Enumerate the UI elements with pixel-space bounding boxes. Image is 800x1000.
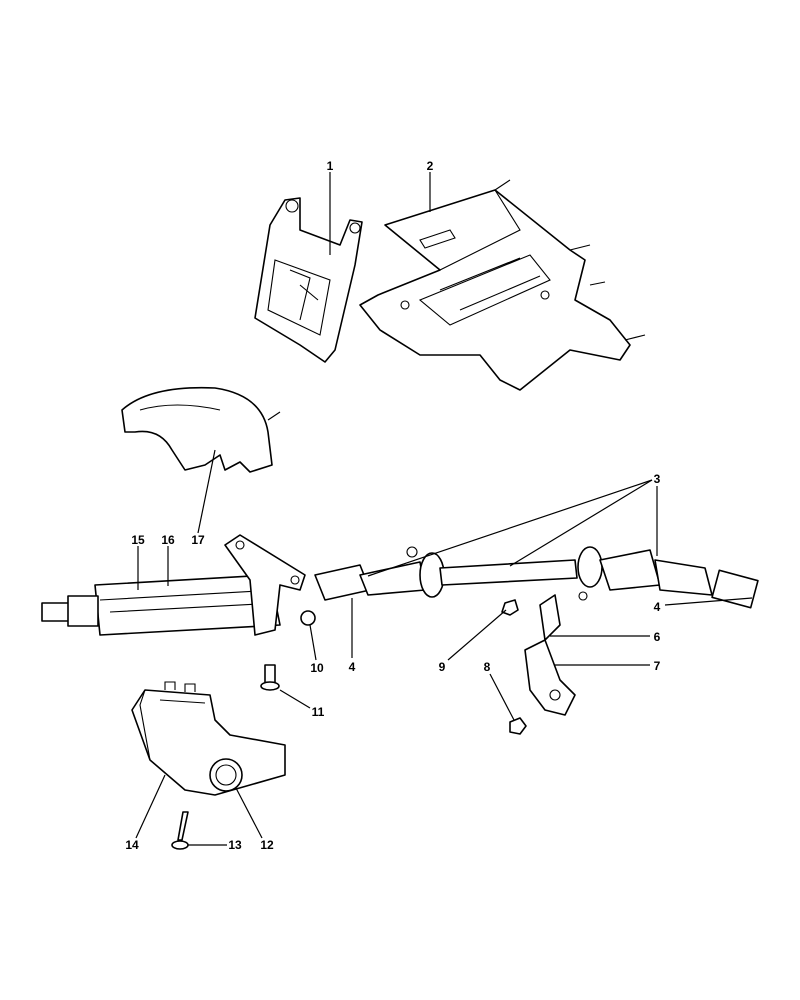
part-15-16-steering-column [41,534,316,636]
callout-16: 16 [161,533,175,547]
callout-13: 13 [228,838,242,852]
callout-4-right: 4 [654,600,661,614]
callout-labels: 1 2 3 4 4 6 7 8 9 10 11 12 13 14 15 16 1… [125,159,660,852]
callout-11: 11 [312,705,325,719]
callout-15: 15 [131,533,145,547]
callout-14: 14 [125,838,139,852]
callout-4-left: 4 [349,660,356,674]
part-3-4-intermediate-shaft [314,546,759,609]
part-14-lower-cover [131,681,286,796]
callout-17: 17 [191,533,205,547]
callout-8: 8 [484,660,491,674]
part-2-support [359,179,646,391]
callout-7: 7 [654,659,661,673]
part-1-bracket [254,197,363,363]
part-17-upper-cover [121,386,281,473]
callout-10: 10 [310,661,324,675]
fasteners [171,599,527,850]
callout-9: 9 [439,660,446,674]
callout-2: 2 [427,159,434,173]
callout-3: 3 [654,472,661,486]
leader-lines [135,172,753,846]
callout-6: 6 [654,630,661,644]
callout-1: 1 [327,159,334,173]
part-6-7-brackets [524,594,576,716]
callout-12: 12 [260,838,274,852]
